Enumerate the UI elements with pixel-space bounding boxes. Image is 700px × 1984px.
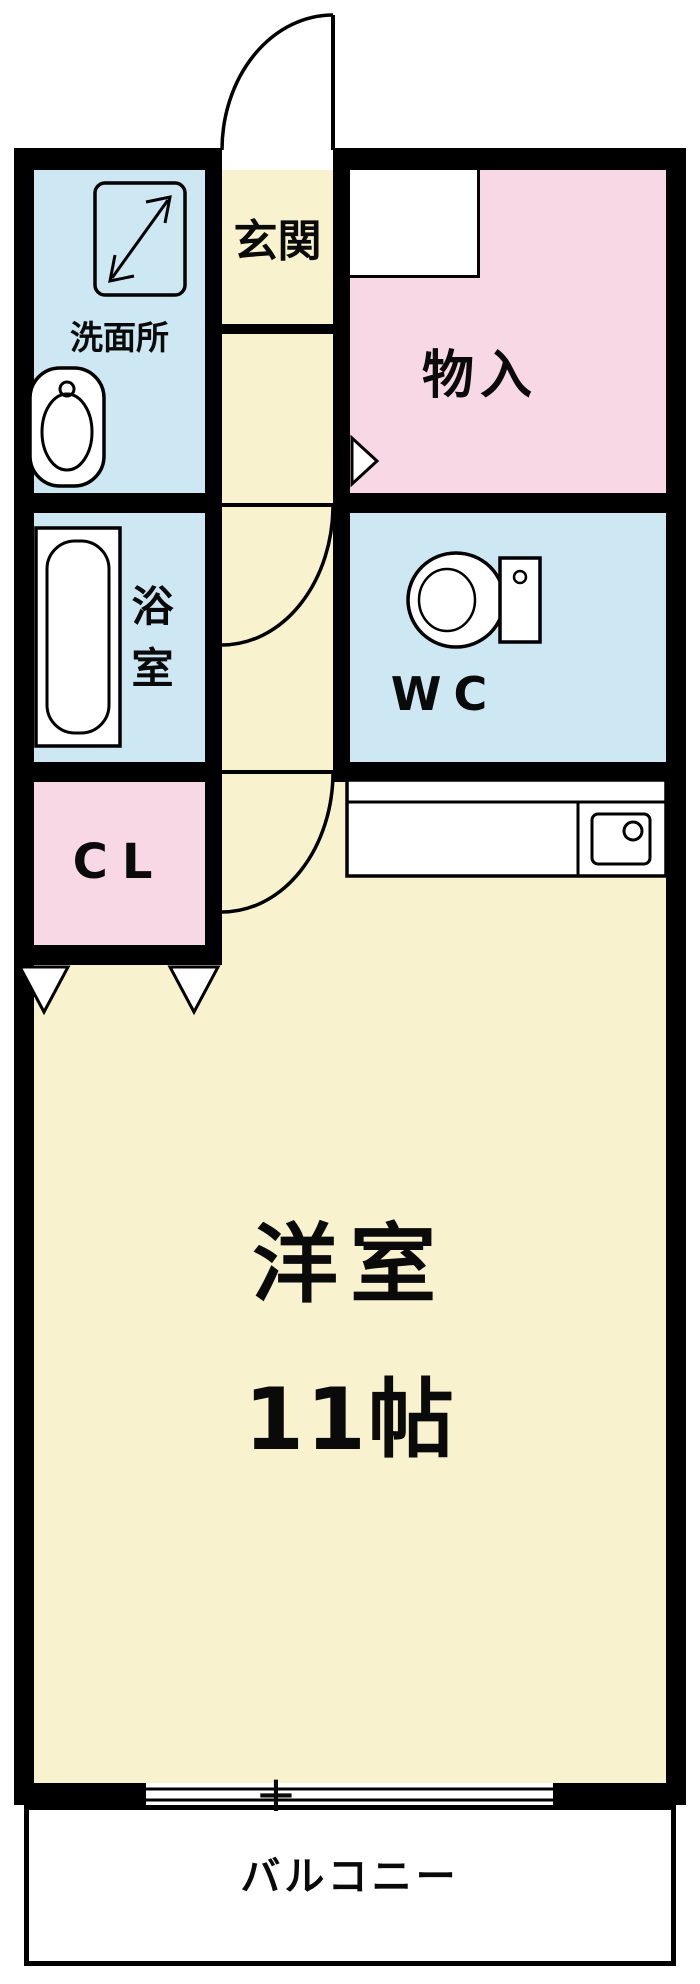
window-center-mark: +	[255, 1765, 297, 1823]
bathtub-icon	[34, 526, 122, 748]
interior-wall-cl-bottom	[14, 945, 222, 965]
monoire-door-marker	[350, 434, 380, 488]
living-room-door-arc	[221, 771, 335, 914]
balcony-area	[24, 1805, 676, 1966]
outer-wall-bottom-left	[14, 1783, 146, 1805]
monoire-label: 物入	[421, 346, 538, 406]
outer-wall-top-right	[333, 148, 686, 170]
hallway-door-arc	[221, 504, 335, 647]
genkan-label: 玄関	[233, 216, 322, 267]
hallway-floor	[222, 334, 333, 1783]
wc-label: WC	[390, 667, 500, 721]
interior-wall-yokushitsu-bottom	[14, 762, 222, 782]
interior-wall-senmenjo-right	[205, 148, 222, 965]
washbasin-icon	[28, 366, 106, 488]
washing-machine-space-icon	[93, 181, 187, 297]
cl-label: CL	[72, 834, 167, 890]
interior-wall-senmenjo-bottom	[14, 493, 222, 513]
entrance-door-arc	[220, 13, 334, 151]
genkan-step-line	[222, 324, 333, 334]
yoshitsu-label: 洋室	[252, 1215, 448, 1315]
living-room-door-swing	[221, 770, 335, 914]
yoshitsu-size-label: 11帖	[244, 1370, 456, 1470]
balcony-label: バルコニー	[240, 1854, 460, 1900]
outer-wall-right	[666, 148, 686, 1805]
kitchen-counter-icon	[345, 778, 668, 878]
room-genkan-floor	[222, 170, 333, 324]
interior-wall-monoire-bottom	[333, 493, 686, 513]
balcony-window-icon	[146, 1787, 553, 1802]
monoire-alcove	[350, 170, 480, 278]
yokushitsu-label: 浴室	[125, 584, 174, 708]
senmenjo-label: 洗面所	[70, 318, 169, 357]
room-cl-floor	[34, 782, 205, 945]
entrance-door-swing	[220, 13, 335, 151]
outer-wall-top-left	[14, 148, 222, 170]
interior-wall-hall-right	[333, 148, 350, 782]
toilet-icon	[406, 551, 542, 649]
outer-wall-bottom-right	[553, 1783, 686, 1805]
interior-wall-wc-bottom	[333, 762, 686, 782]
closet-door-marker-right	[167, 965, 221, 1016]
hallway-door-swing	[221, 503, 335, 647]
closet-door-marker-left	[17, 965, 71, 1016]
